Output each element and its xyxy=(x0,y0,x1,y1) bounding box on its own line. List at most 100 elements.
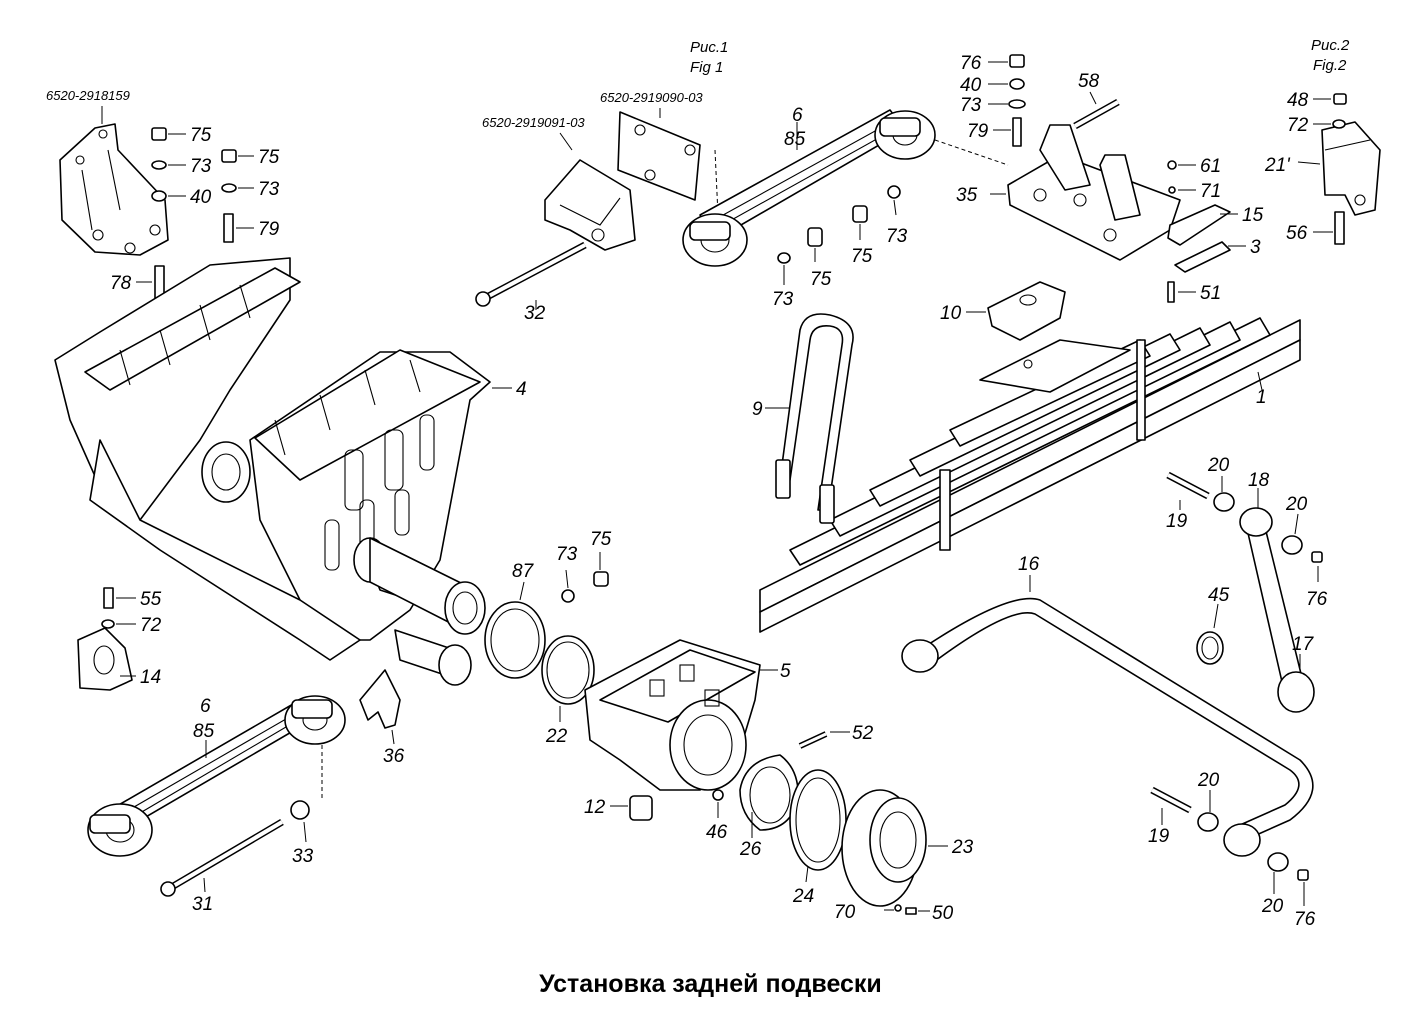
callout-number: 79 xyxy=(258,219,280,240)
washer-46 xyxy=(712,789,724,801)
callout-number: 9 xyxy=(752,399,763,420)
callout-number: 15 xyxy=(1242,205,1264,226)
callout-number: 73 xyxy=(556,544,578,565)
upper-reaction-rod xyxy=(682,109,936,267)
callout-number: 23 xyxy=(951,837,974,858)
callout-number: 24 xyxy=(792,886,814,907)
callout-number: 85 xyxy=(193,721,215,742)
callout-number: 4 xyxy=(516,379,527,400)
screw-50 xyxy=(905,907,917,915)
callout-number: 19 xyxy=(1148,826,1170,847)
callout-number: 22 xyxy=(545,726,568,747)
callout-number: 20 xyxy=(1261,896,1284,917)
upper-bracket-part xyxy=(59,123,169,256)
callout-number: 70 xyxy=(834,902,856,923)
callout-number: 51 xyxy=(1200,283,1221,304)
callout-number: 75 xyxy=(590,529,612,550)
callout-number: 3 xyxy=(1250,237,1261,258)
seal-87 xyxy=(484,601,546,679)
callout-number: 78 xyxy=(110,273,132,294)
callout-number: 87 xyxy=(512,561,535,582)
callout-number: 72 xyxy=(1287,115,1309,136)
callout-number: 73 xyxy=(960,95,982,116)
gasket-24 xyxy=(789,769,847,871)
callout-number: 31 xyxy=(192,894,213,915)
callout-number: 61 xyxy=(1200,156,1221,177)
callout-number: 72 xyxy=(140,615,162,636)
stabilizer-link-18 xyxy=(1196,492,1323,713)
callout-number: 75 xyxy=(851,246,873,267)
long-bolt-31 xyxy=(160,818,284,897)
callout-number: 79 xyxy=(967,121,989,142)
fig1-ru-label: Рис.1 xyxy=(690,39,728,56)
callout-number: 21' xyxy=(1264,155,1291,176)
ring-22 xyxy=(541,635,595,705)
callout-number: 56 xyxy=(1286,223,1308,244)
callout-number: 71 xyxy=(1200,181,1221,202)
callout-number: 14 xyxy=(140,667,161,688)
callout-number: 73 xyxy=(190,156,212,177)
callout-number: 18 xyxy=(1248,470,1270,491)
plates-group xyxy=(1167,160,1231,303)
hardware-group-fig1 xyxy=(777,185,901,264)
callout-labels: 7573407573797832685757573737640737958354… xyxy=(110,53,1328,930)
callout-number: 16 xyxy=(1018,554,1040,575)
cover-plate-part xyxy=(617,111,701,201)
callout-number: 73 xyxy=(772,289,794,310)
callout-number: 40 xyxy=(960,75,982,96)
callout-number: 35 xyxy=(956,185,978,206)
lower-reaction-rod xyxy=(87,695,346,857)
balancer-hub-5 xyxy=(584,639,761,791)
hardware-group-left xyxy=(151,127,237,299)
callout-number: 6 xyxy=(792,105,803,126)
u-bolt-9 xyxy=(775,313,854,524)
callout-number: 33 xyxy=(292,846,314,867)
hardware-group-73-75 xyxy=(561,571,609,603)
callout-number: 58 xyxy=(1078,71,1100,92)
callout-number: 10 xyxy=(940,303,962,324)
callout-number: 75 xyxy=(810,269,832,290)
callout-number: 75 xyxy=(258,147,280,168)
callout-number: 20 xyxy=(1207,455,1230,476)
code-cover: 6520-2919090-03 xyxy=(600,90,703,105)
callout-number: 20 xyxy=(1285,494,1308,515)
axle-pin-part xyxy=(353,537,486,686)
callout-number: 46 xyxy=(706,822,728,843)
callout-number: 55 xyxy=(140,589,162,610)
callout-number: 76 xyxy=(1306,589,1328,610)
callout-number: 85 xyxy=(784,129,806,150)
spring-bracket-35 xyxy=(1007,124,1181,261)
long-bolt-32 xyxy=(475,241,587,307)
callout-number: 48 xyxy=(1287,90,1309,111)
callout-number: 75 xyxy=(190,125,212,146)
callout-number: 17 xyxy=(1292,634,1315,655)
fig2-bracket-21 xyxy=(1321,93,1381,245)
callout-number: 76 xyxy=(960,53,982,74)
drawing-title: Установка задней подвески xyxy=(539,970,882,998)
callout-number: 40 xyxy=(190,187,212,208)
spring-pad-10 xyxy=(987,281,1066,341)
code-bracket: 6520-2918159 xyxy=(46,88,130,103)
torque-rod-bracket-part xyxy=(544,159,636,251)
pin-19-upper xyxy=(1166,471,1210,500)
callout-number: 73 xyxy=(886,226,908,247)
callout-number: 73 xyxy=(258,179,280,200)
bolt-52 xyxy=(798,731,828,749)
callout-number: 19 xyxy=(1166,511,1188,532)
stabilizer-bar-16 xyxy=(901,597,1314,857)
fig2-ru-label: Рис.2 xyxy=(1311,37,1350,54)
callout-number: 6 xyxy=(200,696,211,717)
pin-19-lower xyxy=(1150,786,1309,881)
fig1-en-label: Fig 1 xyxy=(690,59,723,76)
bushing-33 xyxy=(290,800,310,820)
bolt-58 xyxy=(1073,98,1120,130)
code-bracket-small: 6520-2919091-03 xyxy=(482,115,585,130)
hardware-group-top xyxy=(1008,54,1026,147)
liner-36 xyxy=(359,669,401,729)
callout-number: 32 xyxy=(524,303,546,324)
washer-70 xyxy=(894,904,902,912)
cap-14 xyxy=(77,587,133,691)
nut-12 xyxy=(629,795,653,821)
